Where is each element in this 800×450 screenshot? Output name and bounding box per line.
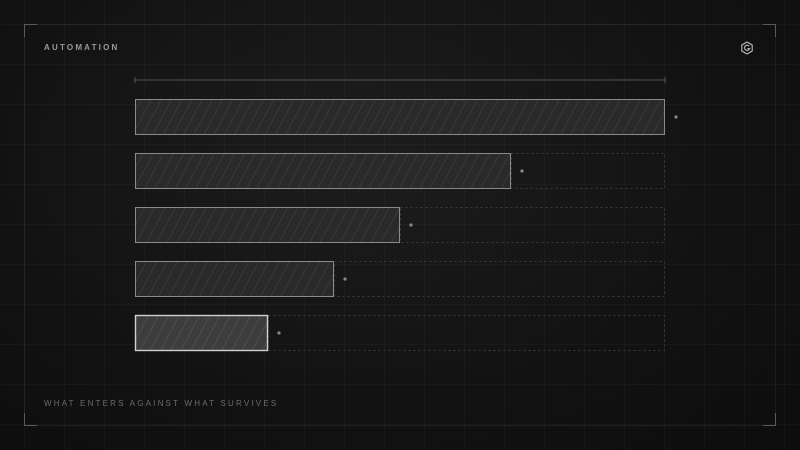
bar-remainder-outline bbox=[268, 315, 665, 351]
bar-end-dot bbox=[520, 169, 524, 173]
bar bbox=[135, 207, 400, 243]
bar-remainder-outline bbox=[400, 207, 665, 243]
corner-mark-top-left bbox=[24, 24, 37, 37]
corner-mark-bottom-right bbox=[763, 413, 776, 426]
bar-hatch bbox=[135, 99, 665, 135]
bar-hatch bbox=[135, 207, 400, 243]
slide-frame bbox=[24, 24, 776, 426]
g-hexagon-logo-icon bbox=[741, 41, 753, 55]
bar bbox=[135, 153, 511, 189]
corner-mark-bottom-left bbox=[24, 413, 37, 426]
bar-hatch bbox=[135, 153, 511, 189]
bar-hatch bbox=[135, 261, 334, 297]
chart-caption: WHAT ENTERS AGAINST WHAT SURVIVES bbox=[44, 399, 279, 408]
bar-hatch bbox=[135, 315, 268, 351]
section-title: AUTOMATION bbox=[44, 43, 120, 52]
bar-remainder-outline bbox=[334, 261, 665, 297]
bar bbox=[135, 99, 665, 135]
bar bbox=[134, 314, 269, 352]
bars-group bbox=[134, 99, 678, 352]
corner-mark-top-right bbox=[763, 24, 776, 37]
bar bbox=[135, 261, 334, 297]
bar-end-dot bbox=[674, 115, 678, 119]
bar-end-dot bbox=[343, 277, 347, 281]
bar-end-dot bbox=[277, 331, 281, 335]
bar-end-dot bbox=[409, 223, 413, 227]
bar-remainder-outline bbox=[511, 153, 665, 189]
scale-line bbox=[134, 77, 666, 83]
